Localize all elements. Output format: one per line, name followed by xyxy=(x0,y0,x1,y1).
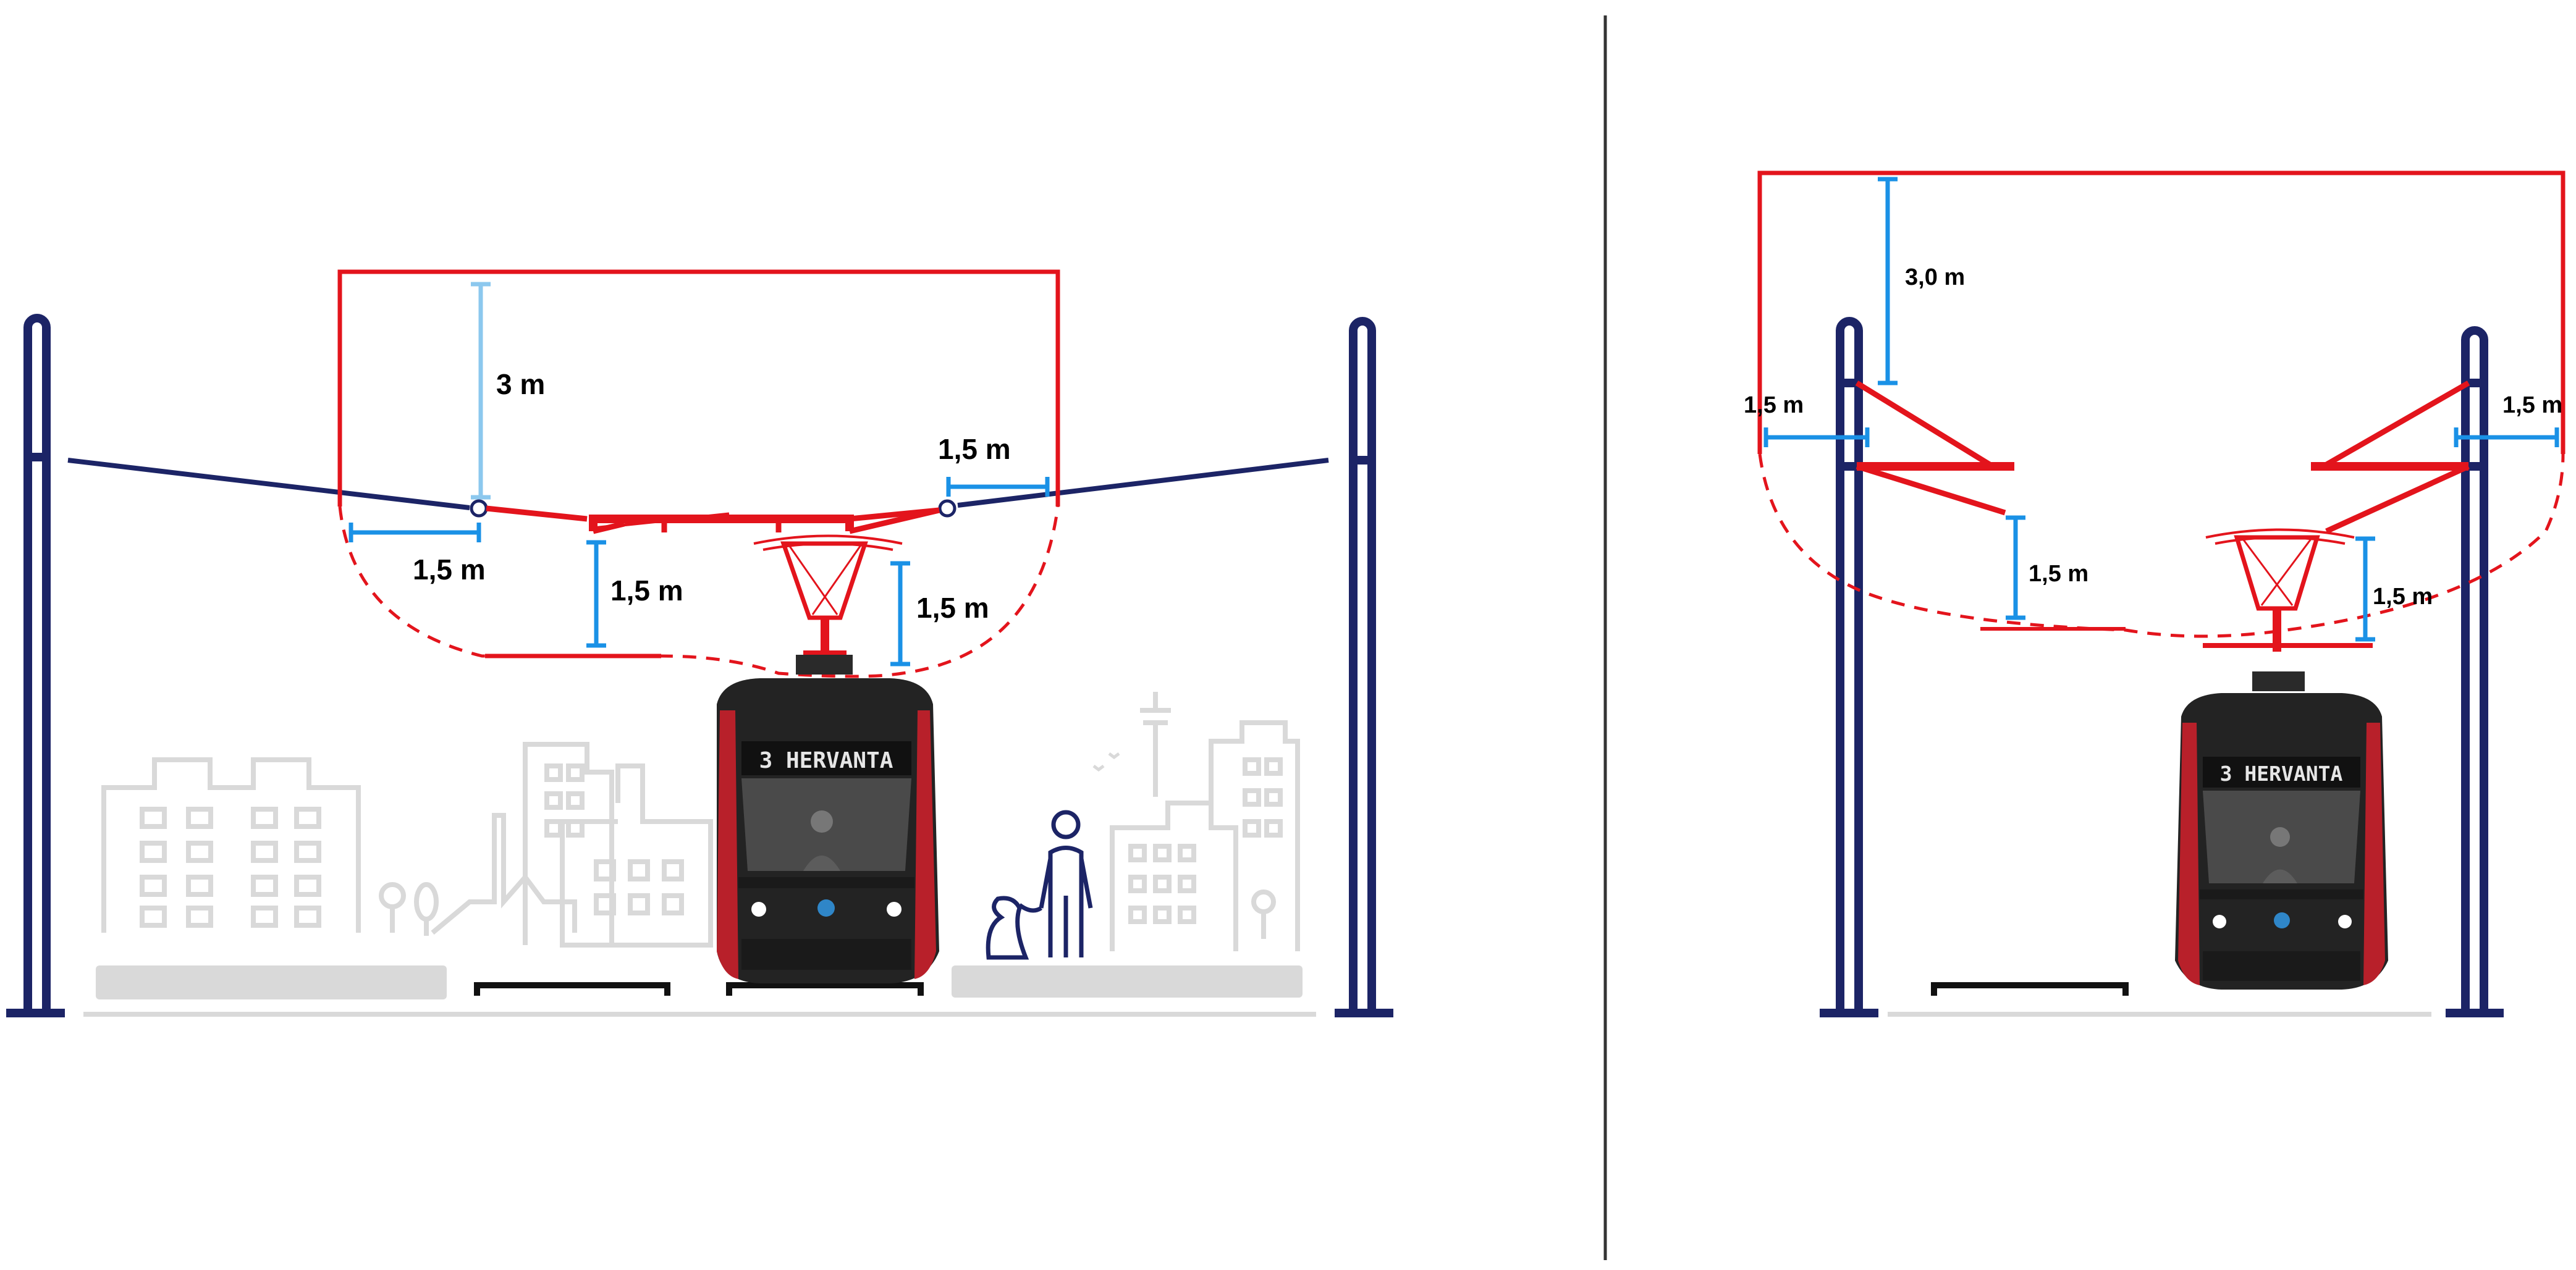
right-diagram: 3,0 m 1,5 m 1,5 m 1,5 m 1,5 m 3 HERVANTA xyxy=(1744,170,2565,1017)
track-center xyxy=(726,982,924,996)
label-top-height: 3 m xyxy=(496,368,545,400)
label-center-height: 1,5 m xyxy=(610,574,683,607)
span-wire-left xyxy=(67,458,470,510)
sidewalk-right xyxy=(952,965,1303,998)
span-wire-right xyxy=(957,458,1329,508)
label-left-offset: 1,5 m xyxy=(413,553,486,586)
track-right xyxy=(1931,982,2129,996)
pedestrian-with-dog xyxy=(986,810,1093,960)
label-pantograph-height-right: 1,5 m xyxy=(2373,584,2433,610)
pole-right xyxy=(1335,317,1393,1017)
dimension-markers-left xyxy=(348,282,1050,667)
label-top-height-right: 3,0 m xyxy=(1905,264,1965,290)
label-right-offset: 1,5 m xyxy=(938,433,1011,465)
insulator-left xyxy=(470,499,488,518)
label-arm-height-right: 1,5 m xyxy=(2029,561,2088,587)
label-left-offset-right: 1,5 m xyxy=(1744,392,1804,418)
tram-right: 3 HERVANTA xyxy=(2175,671,2388,990)
dimension-markers-right xyxy=(1763,177,2559,642)
pole-right-left xyxy=(1820,317,1878,1017)
pole-left xyxy=(6,314,65,1017)
pantograph-left xyxy=(753,534,903,657)
tram-destination-display-right: 3 HERVANTA xyxy=(2220,762,2343,786)
label-right-offset-right: 1,5 m xyxy=(2502,392,2562,418)
track-left xyxy=(474,982,670,996)
left-diagram: 3 m 1,5 m 1,5 m 1,5 m 1,5 m 3 HERVANTA xyxy=(6,269,1393,1017)
tram-destination-display: 3 HERVANTA xyxy=(759,748,893,773)
sidewalk-left xyxy=(96,965,447,999)
city-skyline xyxy=(101,692,1300,951)
label-pantograph-height: 1,5 m xyxy=(916,592,989,624)
clearance-zone-left xyxy=(337,269,1060,678)
tram-left: 3 HERVANTA xyxy=(717,655,939,983)
insulator-right xyxy=(938,499,956,518)
contact-wire-assembly xyxy=(486,505,940,534)
cantilever-arms xyxy=(1855,381,2470,534)
clearance-zone-right xyxy=(1757,170,2565,638)
pantograph-right xyxy=(2203,528,2373,652)
